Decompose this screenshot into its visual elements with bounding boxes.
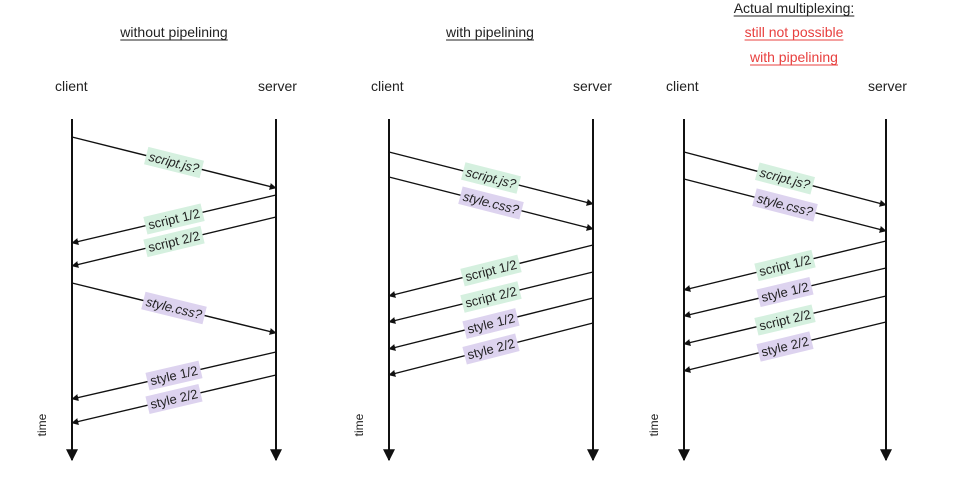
message-text: script 2/2 — [758, 307, 813, 334]
message-label-bg — [462, 333, 520, 365]
message-text: script 2/2 — [464, 283, 519, 310]
message-label-bg — [755, 162, 815, 195]
message-label-script: script 1/2 — [754, 249, 816, 282]
message-text: script 1/2 — [758, 252, 813, 279]
panel-2: with pipelining client server time script.js… — [352, 24, 612, 462]
message-label-script: script 2/2 — [754, 304, 816, 336]
message-label-style: style 2/2 — [462, 333, 520, 365]
message-label-bg — [754, 249, 816, 282]
server-label: server — [573, 78, 612, 94]
panel-title-line: with pipelining — [445, 24, 534, 40]
time-label: time — [352, 413, 366, 436]
message-label-bg — [143, 225, 205, 258]
message-label-script: script.js? — [755, 162, 815, 195]
time-label: time — [647, 413, 661, 436]
message-text: style.css? — [144, 294, 204, 322]
server-label: server — [868, 78, 907, 94]
client-label: client — [371, 78, 404, 94]
message-text: script.js? — [147, 149, 201, 176]
message-label-script: script 2/2 — [460, 281, 522, 313]
time-label: time — [35, 413, 49, 436]
server-label: server — [258, 78, 297, 94]
client-label: client — [666, 78, 699, 94]
message-label-bg — [462, 308, 520, 339]
message-label-bg — [144, 146, 204, 179]
message-label-bg — [754, 304, 816, 336]
client-label: client — [55, 78, 88, 94]
message-label-bg — [461, 162, 521, 194]
message-label-bg — [143, 203, 205, 235]
message-label-bg — [145, 384, 203, 414]
panel-3: Actual multiplexing: still not possible wi… — [647, 0, 907, 462]
message-label-bg — [460, 254, 522, 287]
message-label-bg — [460, 281, 522, 313]
message-label-style: style 1/2 — [756, 276, 814, 308]
message-label-bg — [756, 276, 814, 308]
message-label-bg — [458, 186, 524, 220]
message-text: style.css? — [461, 189, 521, 218]
message-label-script: script 1/2 — [460, 254, 522, 287]
message-label-bg — [145, 360, 203, 391]
message-text: script 1/2 — [464, 257, 519, 284]
message-label-bg — [141, 291, 207, 325]
message-text: script.js? — [758, 165, 812, 193]
panel-1: without pipelining client server time script… — [35, 24, 297, 462]
message-label-style: style 1/2 — [462, 308, 520, 339]
message-text: script.js? — [464, 164, 518, 191]
message-label-bg — [756, 331, 814, 362]
panel-title-line: with pipelining — [749, 49, 838, 65]
panel-title-line: without pipelining — [119, 24, 227, 40]
panel-title-line: Actual multiplexing: — [734, 0, 855, 16]
message-label-style: style.css? — [141, 291, 207, 325]
message-label-style: style 2/2 — [756, 331, 814, 362]
message-label-script: script.js? — [144, 146, 204, 179]
message-text: style.css? — [755, 191, 815, 220]
message-label-bg — [752, 188, 818, 222]
panel-title-line: still not possible — [745, 24, 844, 40]
